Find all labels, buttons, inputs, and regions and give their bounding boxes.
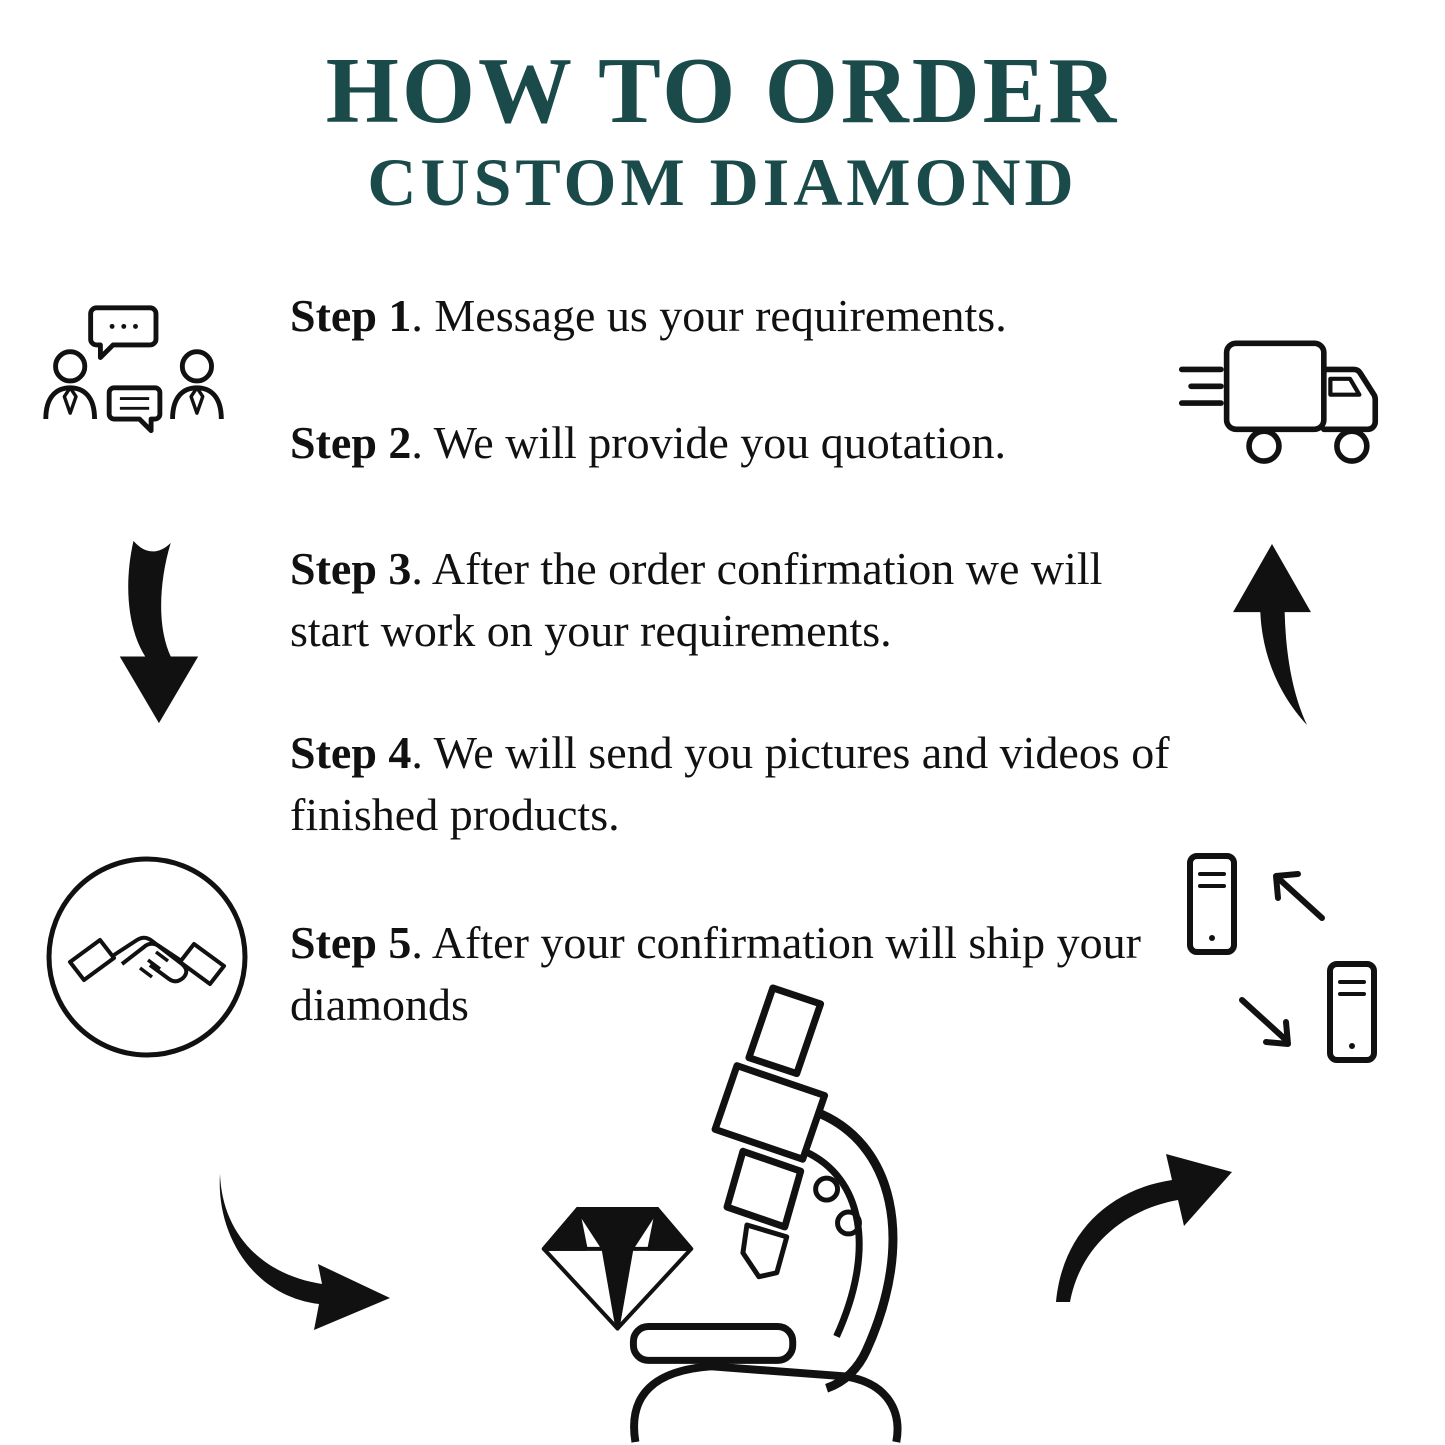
step-1-text: . Message us your requirements. — [411, 290, 1007, 341]
arrow-up-icon — [1222, 542, 1322, 727]
step-3-text: . After the order confirmation we will s… — [290, 543, 1103, 656]
step-4-label: Step 4 — [290, 727, 412, 778]
step-1-label: Step 1 — [290, 290, 412, 341]
step-5: Step 5. After your confirmation will shi… — [290, 912, 1170, 1035]
step-4: Step 4. We will send you pictures and vi… — [290, 722, 1170, 845]
step-4-text: . We will send you pictures and videos o… — [290, 727, 1170, 840]
conversation-icon — [38, 288, 233, 473]
arrow-down-icon — [108, 538, 206, 726]
step-5-text: . After your confirmation will ship your… — [290, 917, 1141, 1030]
curved-arrow-right-icon — [1052, 1132, 1234, 1304]
step-2-text: . We will provide you quotation. — [411, 417, 1007, 468]
title-line-2: CUSTOM DIAMOND — [367, 143, 1078, 220]
step-1: Step 1. Message us your requirements. — [290, 285, 1170, 347]
data-exchange-icon — [1182, 852, 1382, 1067]
step-3-label: Step 3 — [290, 543, 412, 594]
handshake-icon — [42, 852, 252, 1062]
step-3: Step 3. After the order confirmation we … — [290, 538, 1170, 661]
step-2-label: Step 2 — [290, 417, 412, 468]
delivery-truck-icon — [1178, 332, 1393, 477]
curved-arrow-left-icon — [212, 1172, 397, 1337]
step-5-label: Step 5 — [290, 917, 412, 968]
step-2: Step 2. We will provide you quotation. — [290, 412, 1170, 474]
microscope-diamond-icon — [515, 982, 945, 1445]
title-line-1: HOW TO ORDER — [325, 39, 1120, 143]
page-title: HOW TO ORDER CUSTOM DIAMOND — [0, 42, 1445, 219]
